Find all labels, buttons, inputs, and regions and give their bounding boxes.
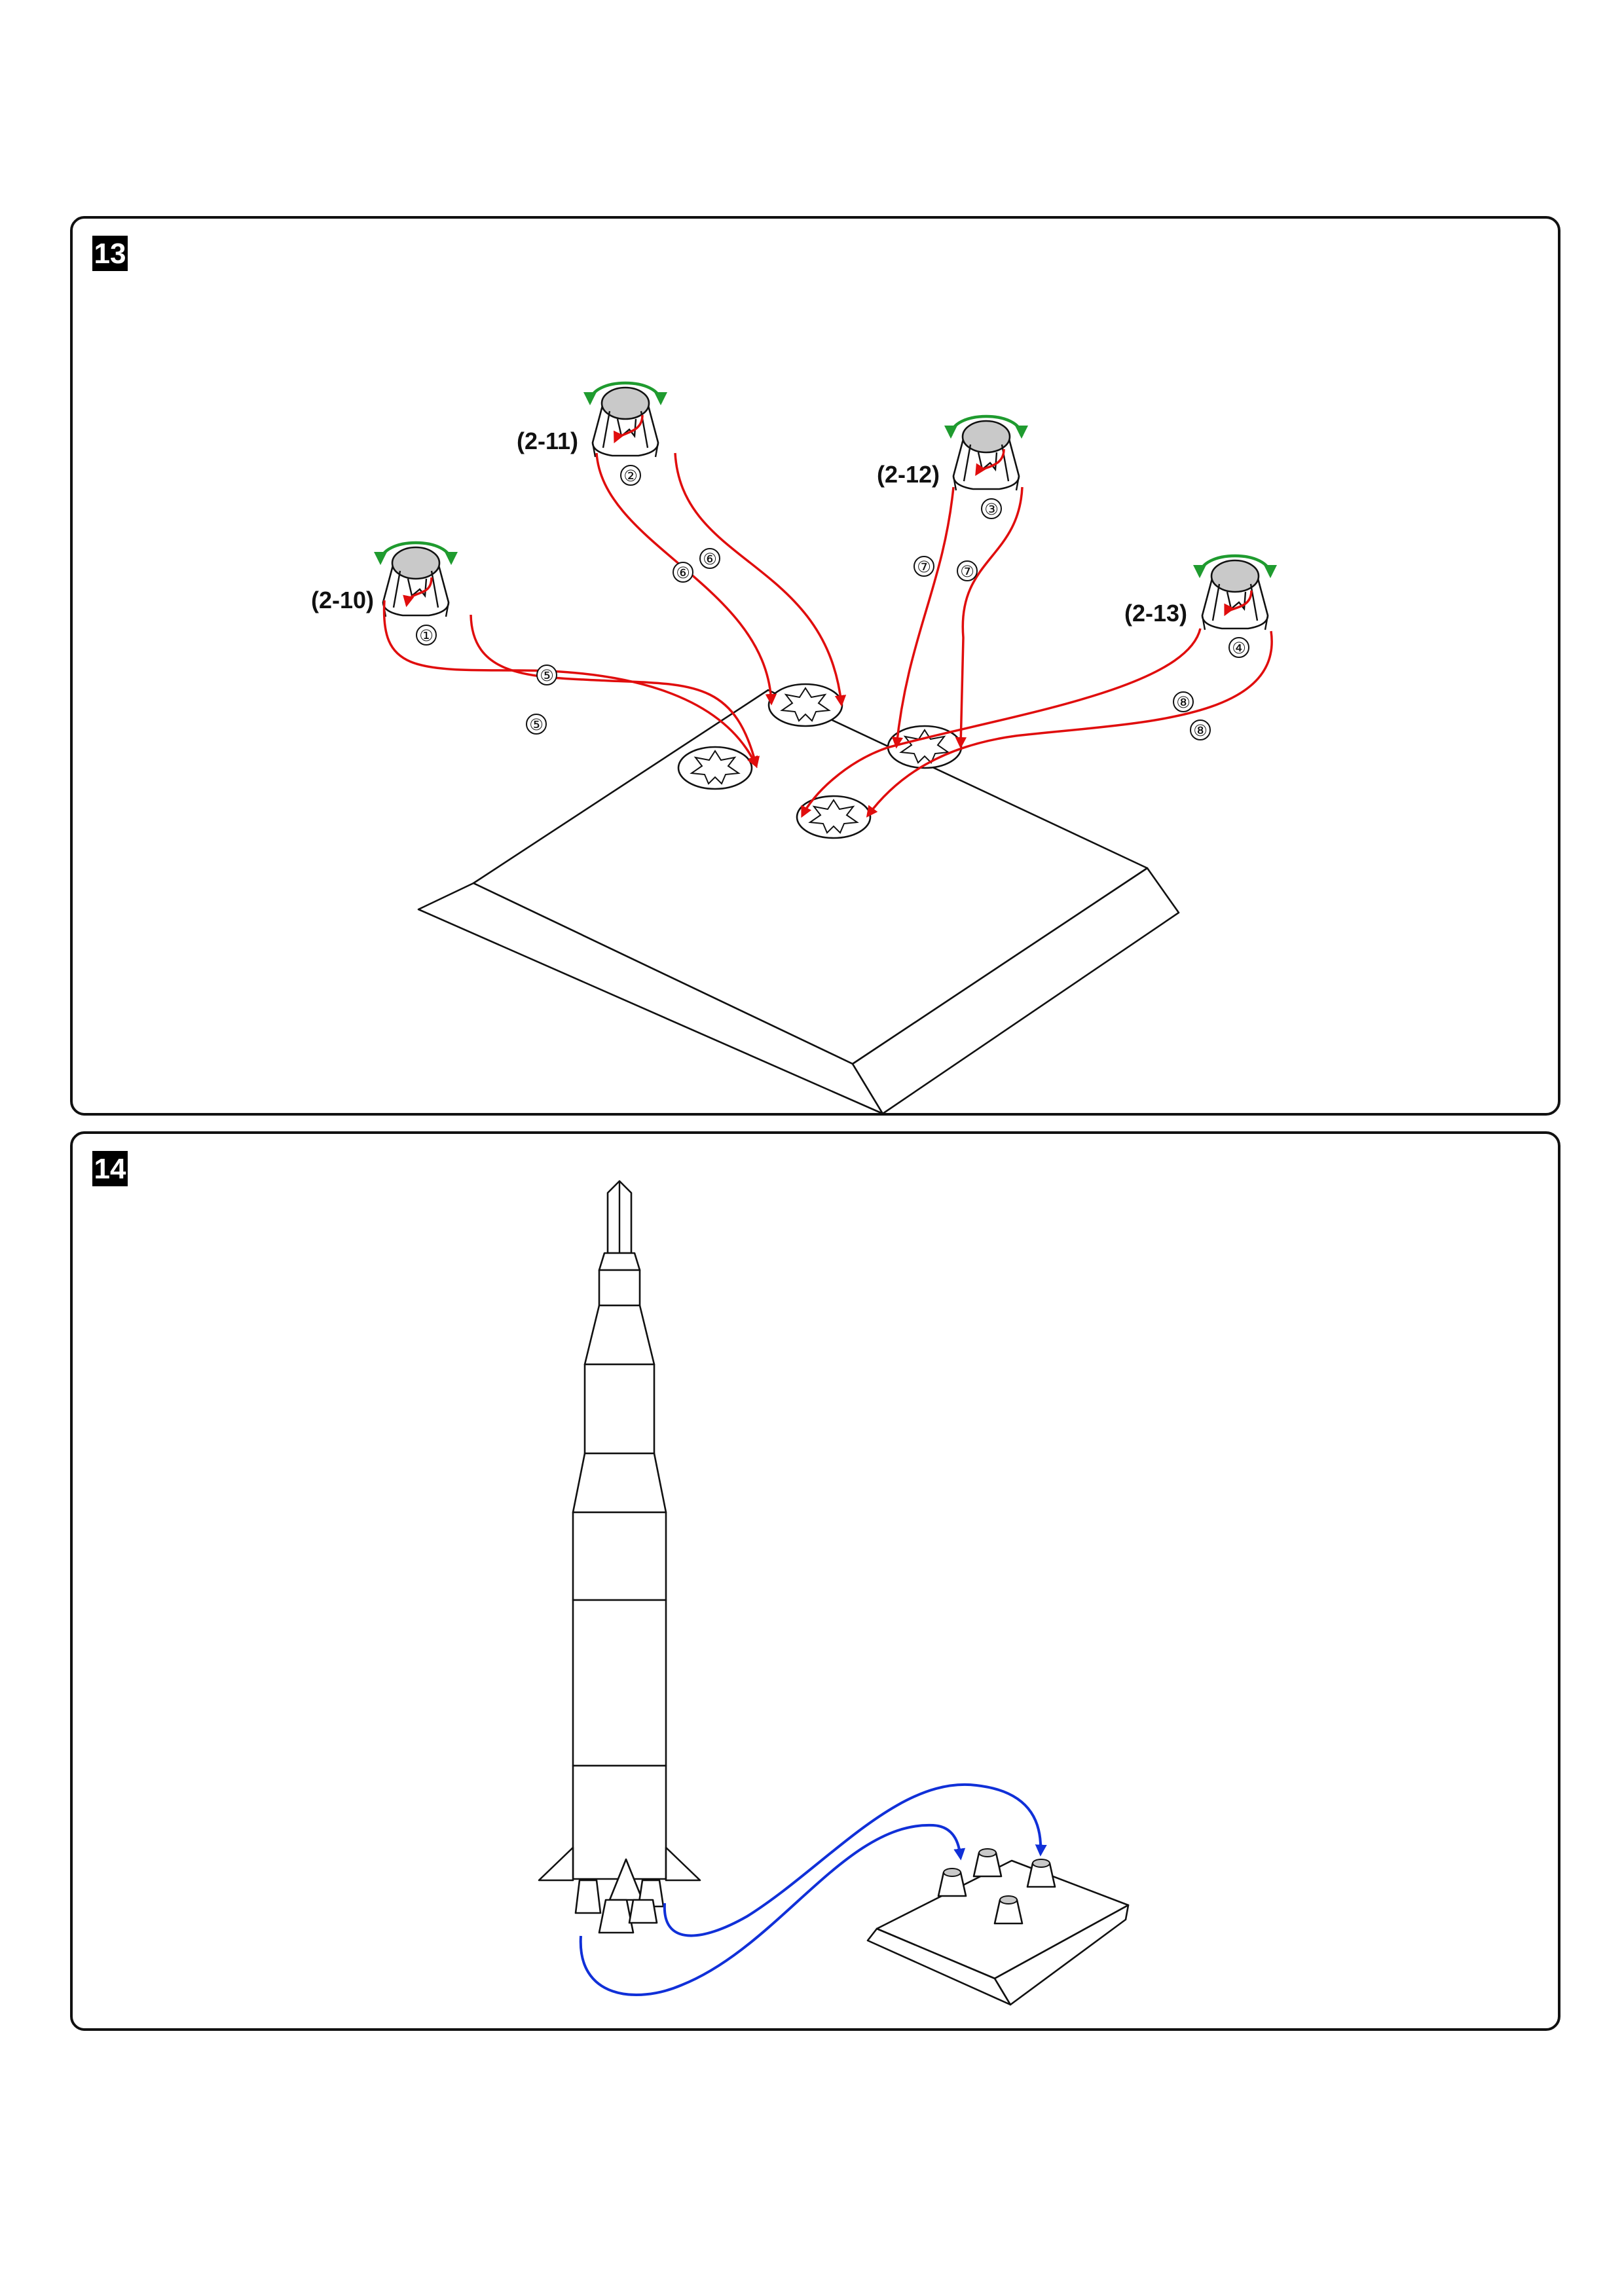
insert-arrow-icon xyxy=(674,452,847,707)
rotate-arrow-icon xyxy=(944,414,1029,439)
insert-arrow-icon xyxy=(614,414,644,444)
insert-arrow-icon xyxy=(801,628,1202,818)
step-14-panel: 14 xyxy=(70,1131,1560,2031)
assembly-arrow-icon xyxy=(579,1823,966,1996)
rotate-arrow-icon xyxy=(373,541,458,566)
callout: ⑤ xyxy=(526,714,547,735)
insert-arrow-icon xyxy=(955,486,1024,749)
callout: ⑧ xyxy=(1190,720,1211,740)
svg-text:⑧: ⑧ xyxy=(1176,694,1190,712)
svg-text:④: ④ xyxy=(1232,640,1246,657)
callout: ④ xyxy=(1228,637,1249,658)
callout: ⑧ xyxy=(1173,691,1194,712)
part-label: (2-12) xyxy=(877,461,940,488)
svg-text:③: ③ xyxy=(984,501,999,519)
svg-text:⑥: ⑥ xyxy=(703,551,717,568)
step-13-illustration: (2-10) (2-11) (2-12) (2-13) ① ② ③ ④ ⑤ ⑤ … xyxy=(311,381,1278,1115)
engine-nozzle-part-icon xyxy=(993,1895,1024,1925)
callout: ② xyxy=(620,465,641,486)
step-number-badge: 13 xyxy=(92,236,128,271)
part-label: (2-13) xyxy=(1124,600,1187,627)
svg-text:⑦: ⑦ xyxy=(960,563,974,581)
svg-text:⑥: ⑥ xyxy=(676,564,690,582)
star-slot-icon xyxy=(796,795,872,839)
part-label: (2-10) xyxy=(311,587,374,613)
rotate-arrow-icon xyxy=(1192,554,1278,579)
callout: ⑦ xyxy=(913,556,934,577)
display-base-icon xyxy=(866,1848,1130,2006)
star-slot-icon xyxy=(767,683,843,727)
svg-text:⑦: ⑦ xyxy=(917,558,931,576)
svg-text:①: ① xyxy=(419,627,434,645)
engine-nozzle-part-icon xyxy=(937,1868,967,1897)
engine-nozzle-part-icon xyxy=(1026,1859,1056,1888)
insert-arrow-icon xyxy=(866,630,1273,818)
insert-arrow-icon xyxy=(975,448,1005,476)
engine-nozzle-part-icon xyxy=(1201,559,1269,631)
insert-arrow-icon xyxy=(382,600,758,769)
callout: ⑤ xyxy=(536,665,557,685)
engine-nozzle-part-icon xyxy=(952,420,1020,492)
insert-arrow-icon xyxy=(403,577,433,608)
callout: ⑥ xyxy=(699,548,720,569)
rotate-arrow-icon xyxy=(583,381,668,406)
callout: ⑦ xyxy=(957,560,978,581)
svg-text:⑤: ⑤ xyxy=(540,667,554,685)
engine-nozzle-part-icon xyxy=(972,1848,1003,1878)
insert-arrow-icon xyxy=(470,614,760,769)
engine-nozzle-part-icon xyxy=(591,386,659,458)
star-slot-icon xyxy=(677,746,753,790)
step-14-illustration xyxy=(538,1180,1130,2006)
callout: ① xyxy=(416,625,437,646)
svg-text:②: ② xyxy=(623,467,638,485)
step-13-panel: 13 xyxy=(70,216,1560,1116)
part-label: (2-11) xyxy=(517,428,578,454)
engine-nozzle-part-icon xyxy=(382,546,450,618)
rocket-icon xyxy=(538,1180,701,1934)
insert-arrow-icon xyxy=(891,486,955,749)
callout: ③ xyxy=(981,498,1002,519)
assembly-arrow-icon xyxy=(663,1783,1047,1937)
step-number-badge: 14 xyxy=(92,1151,128,1186)
insert-arrow-icon xyxy=(1224,590,1253,617)
display-base-icon xyxy=(417,689,1180,1115)
svg-text:⑧: ⑧ xyxy=(1193,722,1208,740)
callout: ⑥ xyxy=(673,562,693,583)
svg-text:⑤: ⑤ xyxy=(529,716,544,734)
